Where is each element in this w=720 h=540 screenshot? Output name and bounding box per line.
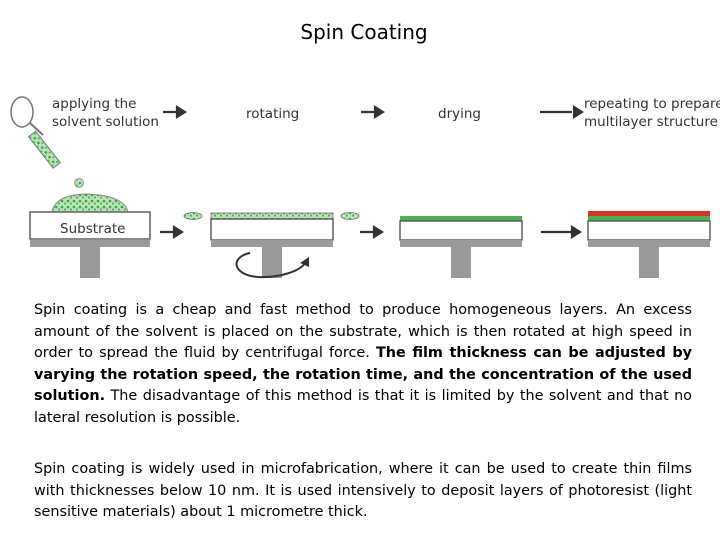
arrow-icon bbox=[160, 225, 185, 239]
paragraph-1-bold-text: The film thickness can be adjusted by va… bbox=[34, 345, 692, 405]
step-2-label: rotating bbox=[246, 106, 299, 122]
step-1-label: applying the solvent solution bbox=[52, 96, 159, 130]
step-3-label: drying bbox=[438, 106, 481, 122]
rotation-arrow-icon bbox=[235, 252, 306, 279]
arrow-icon bbox=[540, 105, 585, 119]
arrow-icon bbox=[541, 225, 583, 239]
stage-2-rotating bbox=[183, 212, 360, 279]
substrate-label: Substrate bbox=[60, 221, 125, 237]
arrow-icon bbox=[360, 225, 385, 239]
spoon-icon bbox=[10, 96, 84, 188]
step-4-label: repeating to prepare multilayer structur… bbox=[584, 96, 720, 130]
stage-4-multilayer bbox=[587, 211, 711, 278]
paragraph-1-text: Spin coating is a cheap and fast method … bbox=[34, 302, 692, 362]
description-paragraph-2: Spin coating is widely used in microfabr… bbox=[34, 461, 692, 521]
stage-1-substrate: Substrate bbox=[29, 193, 151, 278]
arrow-icon bbox=[361, 105, 386, 119]
spin-coating-diagram: applying the solvent solution rotating d… bbox=[10, 96, 720, 279]
paragraph-1-text-end: The disadvantage of this method is that … bbox=[34, 388, 692, 426]
arrow-icon bbox=[163, 105, 188, 119]
description-paragraph-1: Spin coating is a cheap and fast method … bbox=[34, 300, 692, 430]
stage-3-drying bbox=[399, 216, 523, 278]
page-title: Spin Coating bbox=[300, 20, 428, 44]
